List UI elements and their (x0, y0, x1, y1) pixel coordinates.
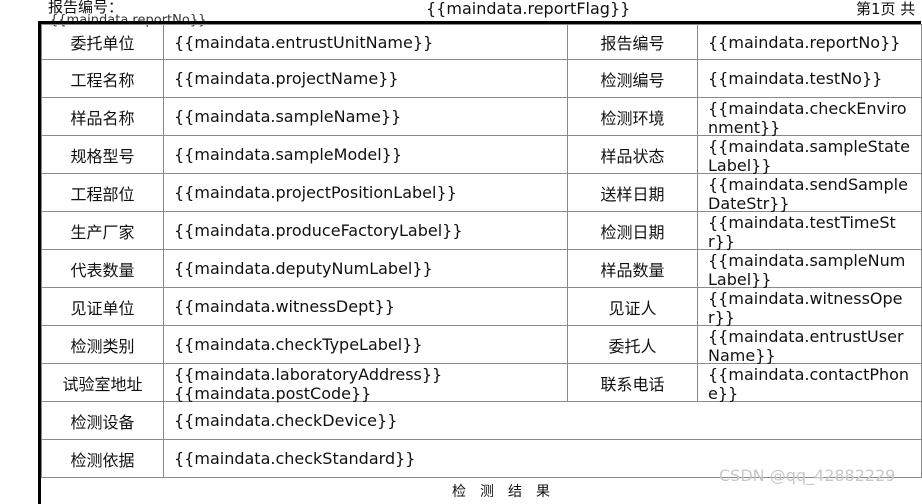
table-row: 检测依据 {{maindata.checkStandard}} (41, 439, 922, 478)
field-value[interactable]: {{maindata.sampleNumLabel}} (708, 250, 906, 289)
field-label: 委托单位 (41, 24, 164, 60)
page-indicator: 第1页 共 (856, 0, 916, 18)
field-label: 样品数量 (567, 249, 698, 288)
field-label: 见证人 (567, 287, 698, 326)
table-row: 见证单位 {{maindata.witnessDept}} 见证人 {{main… (41, 287, 922, 327)
field-value[interactable]: {{maindata.produceFactoryLabel}} (163, 211, 568, 250)
field-value[interactable]: {{maindata.postCode}} (174, 383, 372, 403)
field-value[interactable]: {{maindata.projectName}} (163, 59, 568, 98)
field-value[interactable]: {{maindata.reportNo}} (697, 24, 922, 60)
field-label: 工程名称 (41, 59, 164, 98)
address-block: {{maindata.laboratoryAddress}} {{maindat… (174, 364, 557, 403)
field-value[interactable]: {{maindata.sampleStateLabel}} (708, 136, 910, 175)
field-label: 检测编号 (567, 59, 698, 98)
results-heading: 检测结果 (452, 484, 564, 500)
field-label: 检测设备 (41, 401, 164, 440)
field-value[interactable]: {{maindata.entrustUnitName}} (163, 24, 568, 60)
field-label: 联系电话 (567, 363, 698, 402)
report-info-table: 委托单位 {{maindata.entrustUnitName}} 报告编号 {… (41, 24, 922, 478)
field-value[interactable]: {{maindata.testTimeStr}} (708, 212, 896, 251)
report-frame (38, 21, 921, 504)
field-value[interactable]: {{maindata.sampleModel}} (163, 135, 568, 174)
field-value[interactable]: {{maindata.witnessOper}} (708, 288, 903, 327)
table-row: 试验室地址 {{maindata.laboratoryAddress}} {{m… (41, 363, 922, 403)
field-label: 见证单位 (41, 287, 164, 326)
field-value[interactable]: {{maindata.checkStandard}} (163, 439, 922, 478)
field-label: 检测依据 (41, 439, 164, 478)
field-value[interactable]: {{maindata.deputyNumLabel}} (163, 249, 568, 288)
report-number-label: 报告编号： (48, 0, 124, 16)
field-label: 样品名称 (41, 97, 164, 136)
field-value[interactable]: {{maindata.witnessDept}} (163, 287, 568, 326)
watermark: CSDN @qq_42882229 (719, 466, 896, 485)
field-value[interactable]: {{maindata.entrustUserName}} (708, 326, 904, 365)
table-row: 样品名称 {{maindata.sampleName}} 检测环境 {{main… (41, 97, 922, 137)
field-label: 检测类别 (41, 325, 164, 364)
field-label: 代表数量 (41, 249, 164, 288)
field-label: 检测环境 (567, 97, 698, 136)
table-row: 工程名称 {{maindata.projectName}} 检测编号 {{mai… (41, 59, 922, 98)
field-value[interactable]: {{maindata.laboratoryAddress}} (174, 364, 443, 384)
field-label: 工程部位 (41, 173, 164, 212)
field-label: 试验室地址 (41, 363, 164, 402)
field-value[interactable]: {{maindata.checkTypeLabel}} (163, 325, 568, 364)
table-row: 生产厂家 {{maindata.produceFactoryLabel}} 检测… (41, 211, 922, 251)
field-value[interactable]: {{maindata.sendSampleDateStr}} (708, 174, 908, 213)
table-row: 代表数量 {{maindata.deputyNumLabel}} 样品数量 {{… (41, 249, 922, 289)
field-value[interactable]: {{maindata.sampleName}} (163, 97, 568, 136)
field-label: 报告编号 (567, 24, 698, 60)
report-flag: {{maindata.reportFlag}} (426, 0, 631, 18)
field-value[interactable]: {{maindata.contactPhone}} (708, 364, 910, 403)
field-label: 规格型号 (41, 135, 164, 174)
report-header: 报告编号： {{maindata.reportNo}} {{maindata.r… (0, 0, 915, 28)
field-label: 生产厂家 (41, 211, 164, 250)
field-label: 样品状态 (567, 135, 698, 174)
field-value[interactable]: {{maindata.projectPositionLabel}} (163, 173, 568, 212)
table-row: 委托单位 {{maindata.entrustUnitName}} 报告编号 {… (41, 24, 922, 60)
field-value[interactable]: {{maindata.checkDevice}} (163, 401, 922, 440)
table-row: 工程部位 {{maindata.projectPositionLabel}} 送… (41, 173, 922, 213)
table-row: 规格型号 {{maindata.sampleModel}} 样品状态 {{mai… (41, 135, 922, 175)
field-label: 检测日期 (567, 211, 698, 250)
table-row: 检测类别 {{maindata.checkTypeLabel}} 委托人 {{m… (41, 325, 922, 365)
field-label: 送样日期 (567, 173, 698, 212)
field-label: 委托人 (567, 325, 698, 364)
table-row: 检测设备 {{maindata.checkDevice}} (41, 401, 922, 440)
field-value[interactable]: {{maindata.testNo}} (697, 59, 922, 98)
field-value[interactable]: {{maindata.checkEnvironment}} (708, 98, 907, 137)
